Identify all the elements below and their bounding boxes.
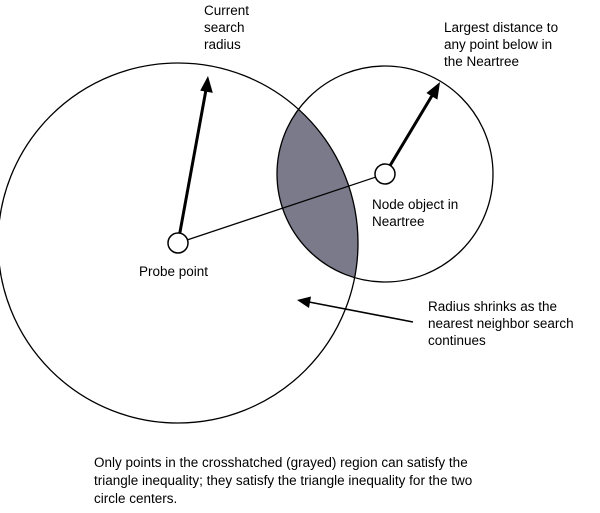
center-connecting-line [177, 173, 386, 244]
probe-point-label: Probe point [139, 264, 209, 279]
node-radius-arrow [383, 82, 440, 175]
probe-point-marker [167, 232, 189, 254]
caption-line-2: triangle inequality; they satisfy the tr… [94, 473, 473, 488]
search-radius-arrow [176, 76, 213, 244]
current-search-radius-label: Current search radius [204, 3, 250, 52]
node-object-label: Node object in Neartree [372, 197, 459, 229]
node-coverage-circle [276, 65, 494, 283]
search-radius-circle [0, 62, 359, 424]
largest-distance-label: Largest distance to any point below in t… [444, 20, 559, 69]
radius-shrinks-arrow [297, 296, 414, 323]
caption-line-1: Only points in the crosshatched (grayed)… [94, 455, 468, 470]
caption-line-3: circle centers. [94, 491, 178, 506]
radius-shrinks-label: Radius shrinks as the nearest neighbor s… [428, 299, 574, 348]
node-object-marker [374, 163, 396, 185]
